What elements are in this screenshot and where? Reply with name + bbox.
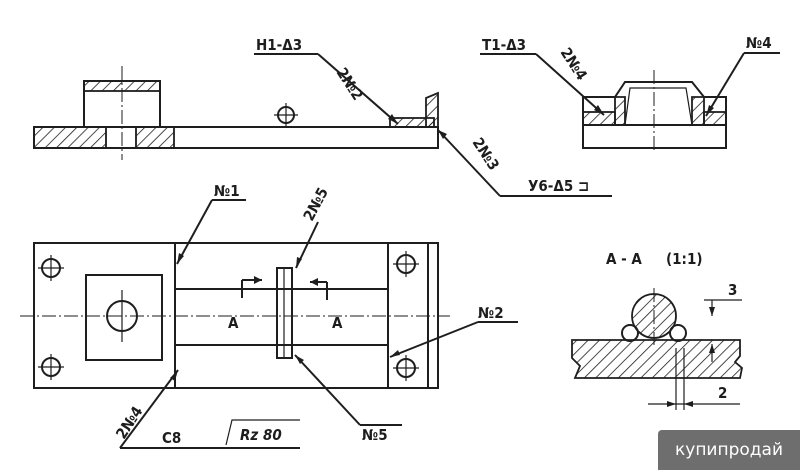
part-n1-label: №1: [214, 182, 240, 200]
bore: [105, 126, 137, 149]
section-plate: [571, 339, 743, 379]
weld-2n2-label: 2№2: [333, 64, 367, 103]
plan-view-leaders: [119, 199, 518, 449]
roughness-symbol: [225, 419, 300, 446]
section-a-left-label: А: [228, 314, 239, 332]
hole-bottom-left: [38, 354, 64, 380]
weld-2n4-bottom-label: 2№4: [112, 403, 146, 442]
section-marker-left: [241, 276, 262, 298]
hole-bottom-right: [393, 355, 419, 381]
side-view-leaders: [480, 52, 780, 117]
base-section-left: [33, 126, 107, 149]
section-aa: [571, 288, 743, 410]
hole-top-left: [38, 255, 64, 281]
front-view-leaders: [254, 53, 612, 197]
section-scale: (1:1): [666, 250, 703, 268]
section-title: А - А: [606, 250, 642, 268]
front-view: [33, 66, 439, 160]
dim-2-label: 2: [718, 384, 727, 402]
weld-2n5-label: 2№5: [300, 184, 332, 223]
weld-h1-label: Н1-Δ3: [256, 36, 302, 54]
chamfer-label: С8: [162, 429, 181, 447]
roughness-label: Rz 80: [240, 426, 282, 444]
watermark-badge: купипродай: [658, 430, 800, 470]
section-a-right-label: А: [332, 314, 343, 332]
base-section-right: [135, 126, 175, 149]
plan-view: [20, 242, 450, 389]
hole-top-right: [393, 251, 419, 277]
part-n5-label: №5: [362, 426, 388, 444]
part-n4-top-label: №4: [746, 34, 772, 52]
side-view: [582, 70, 727, 152]
bracket-upright: [425, 91, 439, 128]
dim-3-label: 3: [728, 281, 737, 299]
section-marker-right: [310, 278, 328, 300]
part-n2-label: №2: [478, 304, 504, 322]
weld-t1-label: Т1-Δ3: [482, 36, 526, 54]
weld-u6-label: У6-Δ5 ⊐: [528, 177, 589, 195]
plan-block: [85, 274, 163, 361]
